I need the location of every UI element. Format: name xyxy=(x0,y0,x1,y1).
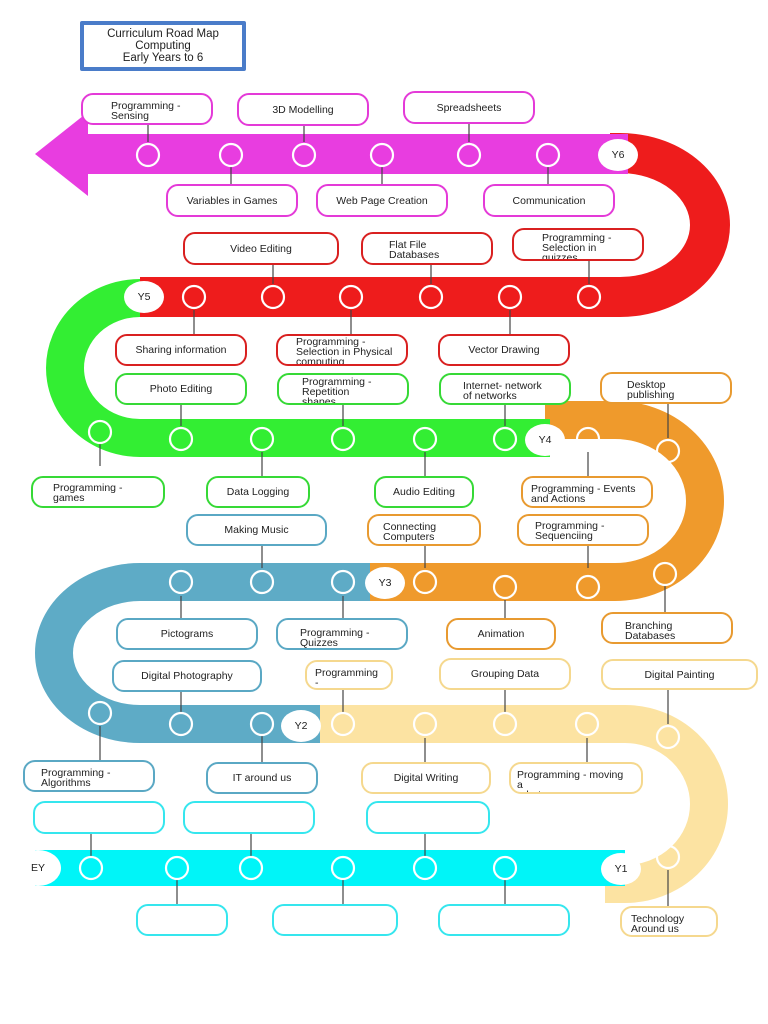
title-line-2: Computing xyxy=(135,40,191,52)
topic-3d-modelling: 3D Modelling xyxy=(237,93,369,126)
roadmap-title: Curriculum Road Map Computing Early Year… xyxy=(80,21,246,71)
y5-road-segment xyxy=(140,133,730,317)
topic-data-logging: Data Logging xyxy=(206,476,310,508)
year-label-y2: Y2 xyxy=(281,710,321,742)
year-label-y5: Y5 xyxy=(124,281,164,313)
topic-programming-quizzes: Programming - Quizzes xyxy=(276,618,408,650)
topic-connecting-computers: Connecting Computers xyxy=(367,514,481,546)
topic-internet-network: Internet- network of networks xyxy=(439,373,571,405)
topic-animation: Animation xyxy=(446,618,556,650)
topic-programming-events-actions: Programming - Events and Actions xyxy=(521,476,653,508)
year-label-ey: EY xyxy=(15,850,61,886)
ey-topic-box xyxy=(438,904,570,936)
y6-arrow-head xyxy=(35,112,88,196)
topic-audio-editing: Audio Editing xyxy=(374,476,474,508)
y3-road-segment xyxy=(370,401,724,601)
topic-flat-file-databases: Flat File Databases xyxy=(361,232,493,265)
topic-programming-games: Programming - games xyxy=(31,476,165,508)
topic-photo-editing: Photo Editing xyxy=(115,373,247,405)
topic-programming-selection-quizzes: Programming - Selection in quizzes xyxy=(512,228,644,261)
topic-pictograms: Pictograms xyxy=(116,618,258,650)
title-line-1: Curriculum Road Map xyxy=(107,28,219,40)
ey-topic-box xyxy=(272,904,398,936)
topic-communication: Communication xyxy=(483,184,615,217)
topic-programming-sensing: Programming - Sensing xyxy=(81,93,213,125)
year-label-y4: Y4 xyxy=(525,424,565,456)
topic-digital-writing: Digital Writing xyxy=(361,762,491,794)
topic-grouping-data: Grouping Data xyxy=(439,658,571,690)
topic-it-around-us: IT around us xyxy=(206,762,318,794)
title-line-3: Early Years to 6 xyxy=(122,52,204,64)
y2-road-segment xyxy=(35,563,370,743)
y4-road-segment xyxy=(46,279,550,457)
year-label-y6: Y6 xyxy=(598,139,638,171)
topic-sharing-information: Sharing information xyxy=(115,334,247,366)
topic-variables-in-games: Variables in Games xyxy=(166,184,298,217)
topic-programming-moving-robot: Programming - moving a robot xyxy=(509,762,643,794)
year-label-y3: Y3 xyxy=(365,567,405,599)
topic-video-editing: Video Editing xyxy=(183,232,339,265)
topic-making-music: Making Music xyxy=(186,514,327,546)
topic-technology-around-us: Technology Around us xyxy=(620,906,718,937)
ey-topic-box xyxy=(183,801,315,834)
ey-topic-box xyxy=(366,801,490,834)
y6-road-segment xyxy=(88,134,628,174)
topic-programming-algorithms: Programming - Algorithms xyxy=(23,760,155,792)
topic-programming-repetition-shapes: Programming - Repetition shapes xyxy=(277,373,409,405)
topic-spreadsheets: Spreadsheets xyxy=(403,91,535,124)
ey-topic-box xyxy=(33,801,165,834)
topic-desktop-publishing: Desktop publishing xyxy=(600,372,732,404)
ey-topic-box xyxy=(136,904,228,936)
topic-programming-sequencing: Programming - Sequenciing xyxy=(517,514,649,546)
topic-digital-painting: Digital Painting xyxy=(601,659,758,690)
topic-digital-photography: Digital Photography xyxy=(112,660,262,692)
topic-branching-databases: Branching Databases xyxy=(601,612,733,644)
topic-programming-selection-physical: Programming - Selection in Physical comp… xyxy=(276,334,408,366)
topic-vector-drawing: Vector Drawing xyxy=(438,334,570,366)
topic-programming-animation: Programming - Animation xyxy=(305,660,393,690)
topic-web-page-creation: Web Page Creation xyxy=(316,184,448,217)
year-label-y1: Y1 xyxy=(601,853,641,885)
